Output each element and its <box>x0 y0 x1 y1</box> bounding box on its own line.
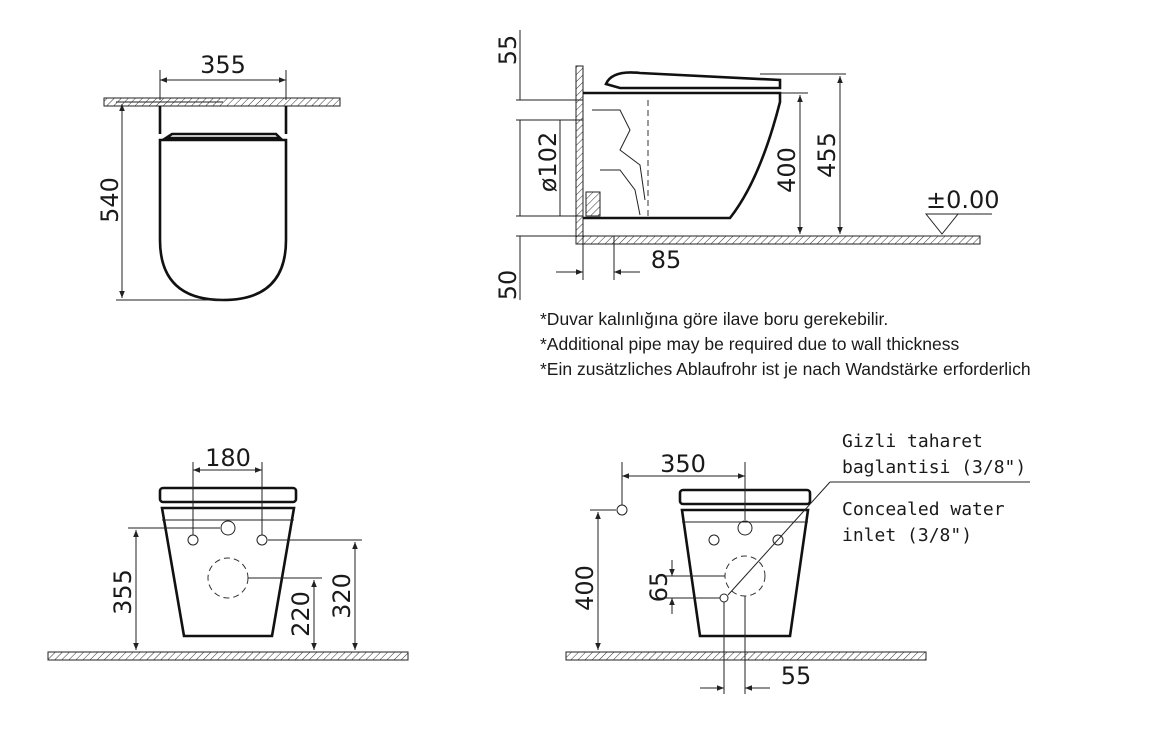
trap-outline <box>592 109 646 216</box>
callout-turkish-line2: baglantisi (3/8") <box>842 457 1026 478</box>
bowl-outline <box>680 508 810 638</box>
bolt-hole-right <box>256 534 268 546</box>
inlet-connection <box>719 593 729 603</box>
seat-hinge <box>161 132 284 140</box>
side-view: 55 ø102 50 85 400 455 ±0.00 <box>494 30 1000 300</box>
height-400-dimension: 400 <box>773 147 801 193</box>
floor-hatch <box>582 235 981 245</box>
bowl-neck <box>158 106 288 134</box>
callout-leader <box>727 481 831 596</box>
top-view: 355 540 <box>96 51 341 302</box>
wall-hatch <box>575 65 584 245</box>
bowl-outline <box>158 138 288 302</box>
width-dimension: 355 <box>200 51 246 79</box>
note-turkish: *Duvar kalınlığına göre ilave boru gerek… <box>540 309 888 329</box>
front-view: 350 400 65 55 Gizli taharet baglantisi (… <box>565 431 1030 694</box>
seat-height-dimension: 55 <box>494 35 522 66</box>
callout-english-line1: Concealed water <box>842 499 1005 520</box>
seat-lid <box>604 71 782 90</box>
level-marker <box>924 213 960 235</box>
water-inlet <box>616 504 628 516</box>
installation-notes: *Duvar kalınlığına göre ilave boru gerek… <box>540 309 1031 379</box>
seat-edge <box>158 486 298 504</box>
height-355-dimension: 355 <box>109 569 137 615</box>
offset-dimension: 85 <box>651 246 682 274</box>
floor-hatch <box>565 651 927 661</box>
drain-outlet <box>207 557 249 599</box>
height-320-dimension: 320 <box>328 573 356 619</box>
height-455-dimension: 455 <box>813 132 841 178</box>
note-german: *Ein zusätzliches Ablaufrohr ist je nach… <box>540 359 1031 379</box>
drain-pipe <box>585 191 601 217</box>
offset-65-dimension: 65 <box>645 572 673 603</box>
fixing-hole <box>220 520 236 536</box>
callout-turkish-line1: Gizli taharet <box>842 431 983 452</box>
rear-view: 180 355 220 320 <box>47 444 409 661</box>
pipe-diameter-dimension: ø102 <box>534 132 562 193</box>
bolt-spacing-dimension: 180 <box>205 444 251 472</box>
height-400-dimension: 400 <box>571 565 599 611</box>
bowl-outline <box>160 506 296 638</box>
bottom-dimension: 50 <box>494 270 522 301</box>
callout-english-line2: inlet (3/8") <box>842 525 972 546</box>
bolt-hole-left <box>187 534 199 546</box>
offset-55-dimension: 55 <box>781 662 812 690</box>
level-label: ±0.00 <box>926 186 1000 214</box>
note-english: *Additional pipe may be required due to … <box>540 334 960 354</box>
height-220-dimension: 220 <box>287 591 315 637</box>
length-dimension: 540 <box>96 177 124 223</box>
floor-hatch <box>47 651 409 661</box>
bowl-profile <box>583 91 782 220</box>
inlet-offset-dimension: 350 <box>660 450 706 478</box>
